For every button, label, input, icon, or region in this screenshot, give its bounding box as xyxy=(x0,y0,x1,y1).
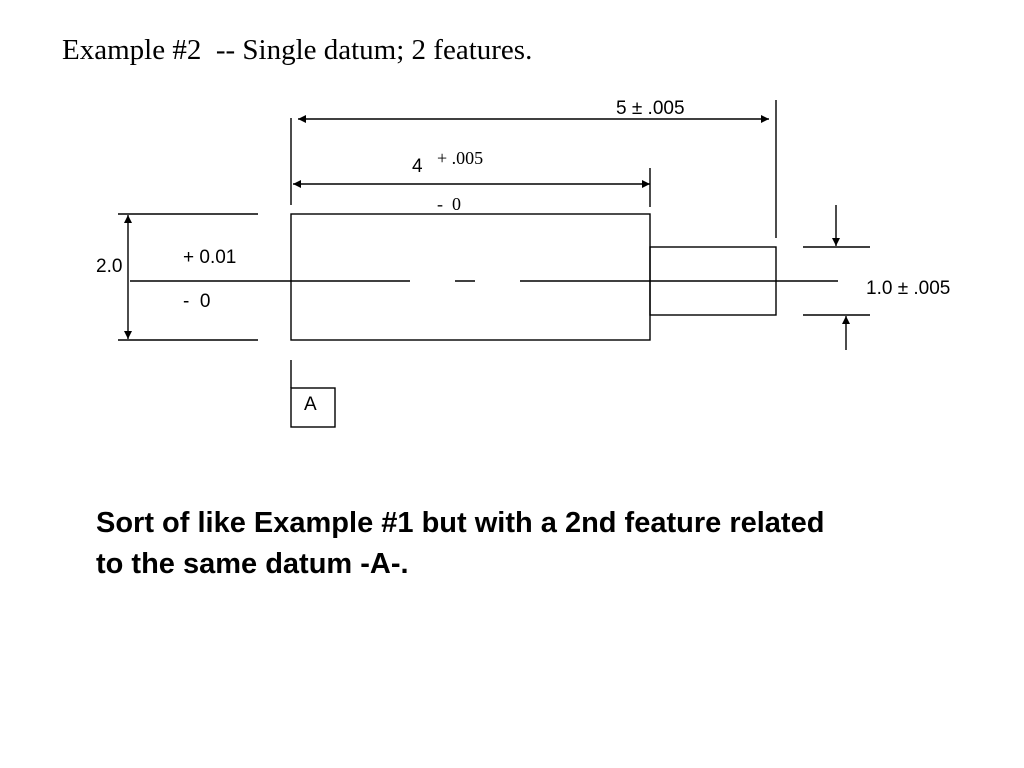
explanation-note: Sort of like Example #1 but with a 2nd f… xyxy=(96,503,976,585)
datum-label: A xyxy=(304,394,317,415)
body-length-upper-tol: + .005 xyxy=(437,148,483,168)
step-height-label: 1.0 ± .005 xyxy=(866,278,950,299)
page-title: Example #2 -- Single datum; 2 features. xyxy=(62,34,533,66)
extension-lines xyxy=(118,100,870,388)
datum-box xyxy=(290,387,336,428)
body-length-nominal: 4 xyxy=(412,156,423,177)
body-height-lower-tol: - 0 xyxy=(183,291,210,312)
body-height-nominal: 2.0 xyxy=(96,256,122,277)
body-height-upper-tol: + 0.01 xyxy=(183,247,236,268)
explanation-note-line-1: Sort of like Example #1 but with a 2nd f… xyxy=(96,507,825,539)
body-length-lower-tol: - 0 xyxy=(437,194,461,214)
overall-length-label: 5 ± .005 xyxy=(616,98,685,119)
main-body xyxy=(290,213,651,341)
explanation-note-line-2: to the same datum -A-. xyxy=(96,548,409,580)
